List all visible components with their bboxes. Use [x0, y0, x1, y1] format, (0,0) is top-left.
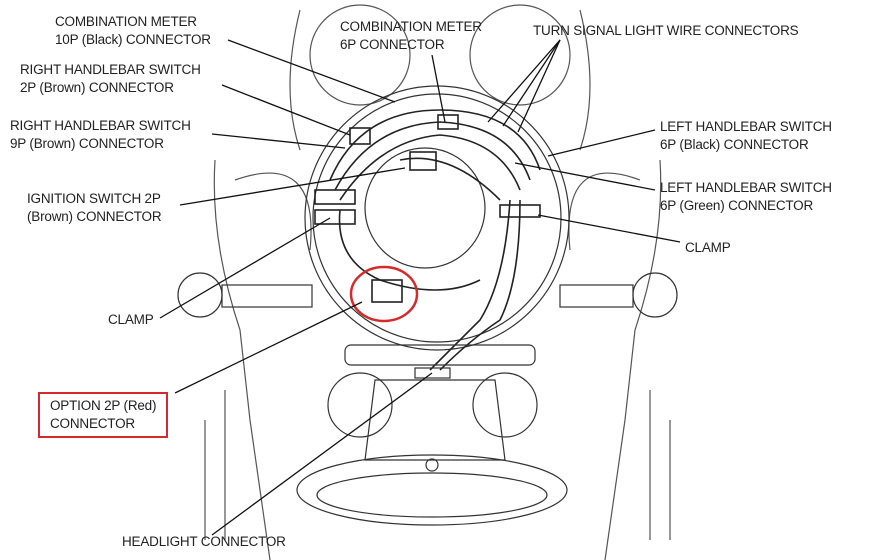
label-right-handlebar-switch-9p: RIGHT HANDLEBAR SWITCH 9P (Brown) CONNEC… [10, 117, 191, 153]
option-connector-highlight [349, 265, 419, 323]
label-left-handlebar-switch-green: LEFT HANDLEBAR SWITCH 6P (Green) CONNECT… [660, 179, 832, 215]
label-line: IGNITION SWITCH 2P [27, 191, 161, 206]
label-clamp-left: CLAMP [108, 311, 154, 329]
label-line: 6P (Black) CONNECTOR [660, 137, 809, 152]
label-line: HEADLIGHT CONNECTOR [122, 534, 286, 549]
label-line: OPTION 2P (Red) [50, 398, 157, 413]
label-line: RIGHT HANDLEBAR SWITCH [10, 118, 191, 133]
headlight-case [304, 85, 570, 351]
label-combination-meter-10p: COMBINATION METER 10P (Black) CONNECTOR [55, 13, 211, 49]
label-line: LEFT HANDLEBAR SWITCH [660, 119, 832, 134]
label-line: 6P (Green) CONNECTOR [660, 198, 814, 213]
label-left-handlebar-switch-black: LEFT HANDLEBAR SWITCH 6P (Black) CONNECT… [660, 118, 832, 154]
label-line: COMBINATION METER [55, 14, 197, 29]
label-line: 6P CONNECTOR [340, 37, 445, 52]
left-turn-signal [177, 272, 313, 318]
label-turn-signal-connectors: TURN SIGNAL LIGHT WIRE CONNECTORS [533, 22, 799, 40]
label-line: RIGHT HANDLEBAR SWITCH [20, 62, 201, 77]
label-line: 2P (Brown) CONNECTOR [20, 80, 174, 95]
label-line: TURN SIGNAL LIGHT WIRE CONNECTORS [533, 23, 799, 38]
label-combination-meter-6p: COMBINATION METER 6P CONNECTOR [340, 18, 482, 54]
frame-outline [204, 4, 671, 560]
label-line: 9P (Brown) CONNECTOR [10, 136, 164, 151]
label-headlight-connector: HEADLIGHT CONNECTOR [122, 533, 286, 551]
label-line: CLAMP [685, 240, 731, 255]
headlight-unit [296, 344, 568, 526]
label-clamp-right: CLAMP [685, 239, 731, 257]
label-line: CONNECTOR [50, 416, 135, 431]
label-line: LEFT HANDLEBAR SWITCH [660, 180, 832, 195]
label-line: CLAMP [108, 312, 154, 327]
right-turn-signal [559, 272, 678, 318]
label-line: 10P (Black) CONNECTOR [55, 32, 211, 47]
label-right-handlebar-switch-2p: RIGHT HANDLEBAR SWITCH 2P (Brown) CONNEC… [20, 61, 201, 97]
label-line: (Brown) CONNECTOR [27, 209, 162, 224]
wire-harness [314, 109, 541, 371]
leader-lines [159, 39, 681, 536]
label-ignition-switch: IGNITION SWITCH 2P (Brown) CONNECTOR [27, 190, 162, 226]
label-line: COMBINATION METER [340, 19, 482, 34]
label-option-connector: OPTION 2P (Red) CONNECTOR [38, 392, 169, 438]
